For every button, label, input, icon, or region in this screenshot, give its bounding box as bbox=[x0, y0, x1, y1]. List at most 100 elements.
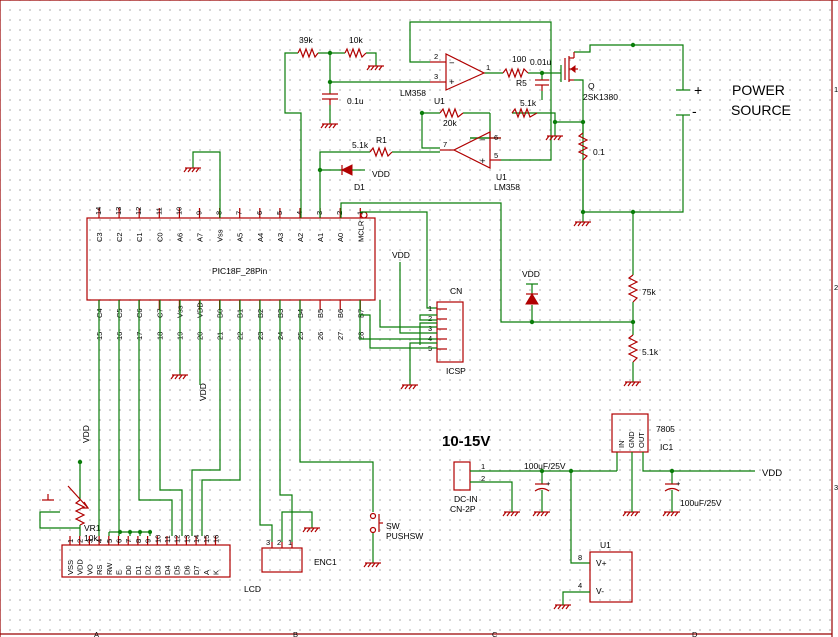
mcu-pic18f[interactable]: PIC18F_28Pin 14C315C413C216C512C117C611C… bbox=[86, 207, 376, 340]
col-marker-c: C bbox=[492, 630, 498, 637]
lcd-pin-number: 6 bbox=[115, 539, 124, 543]
opamp-power-block[interactable]: U1 V+ V- 8 4 bbox=[562, 540, 633, 605]
switch-part: PUSHSW bbox=[386, 531, 423, 541]
opamp-u1b-pin6: 6 bbox=[494, 133, 498, 142]
analog-junctions bbox=[317, 42, 636, 325]
resistor-75k[interactable]: 75k bbox=[627, 274, 656, 303]
lcd-pin-name: K bbox=[212, 570, 221, 575]
mcu-bottom-pin-name: B6 bbox=[336, 309, 345, 318]
row-marker-3: 3 bbox=[834, 483, 838, 492]
power-source[interactable]: + - POWER SOURCE bbox=[676, 82, 791, 119]
resistor-20k[interactable]: 20k bbox=[439, 107, 464, 128]
u1-vplus: V+ bbox=[596, 558, 607, 568]
opamp-u1a[interactable]: − + 2 3 1 LM358 U1 bbox=[400, 52, 490, 106]
power-supply[interactable]: 10-15V DC-IN CN-2P 1 2 + 100uF/25V IN GN… bbox=[442, 413, 782, 564]
encoder-pin1: 1 bbox=[288, 538, 292, 547]
push-switch[interactable]: SW PUSHSW bbox=[369, 512, 424, 542]
lcd-pin-name: A bbox=[202, 570, 211, 575]
jack-pin1: 1 bbox=[481, 462, 485, 471]
mcu-top-pin-number: 11 bbox=[154, 207, 163, 215]
ground-icon bbox=[320, 123, 338, 129]
opamp-u1b-pin7: 7 bbox=[443, 140, 447, 149]
mcu-top-pin-name: Vss bbox=[216, 229, 225, 242]
capacitor-0-1u[interactable]: 0.1u bbox=[322, 93, 364, 106]
u1-pin8: 8 bbox=[578, 553, 582, 562]
col-marker-b: B bbox=[293, 630, 298, 637]
resistor-39k-label: 39k bbox=[299, 35, 313, 45]
resistor-r1[interactable]: 5.1k R1 bbox=[352, 135, 393, 158]
encoder-pin2: 2 bbox=[277, 538, 281, 547]
opamp-u1a-pin2: 2 bbox=[434, 52, 438, 61]
rotary-encoder[interactable]: 3 2 1 ENC1 bbox=[261, 538, 337, 573]
resistor-5-1k-divider-label: 5.1k bbox=[642, 347, 659, 357]
lcd-pin-number: 11 bbox=[163, 535, 172, 543]
jack-ref: DC-IN bbox=[454, 494, 478, 504]
icsp-pin-number: 2 bbox=[428, 314, 432, 323]
opamp-u1b[interactable]: − + 6 5 7 U1 LM358 bbox=[440, 131, 520, 192]
diode-d1[interactable]: D1 VDD bbox=[340, 164, 390, 192]
resistor-10k[interactable]: 10k bbox=[344, 35, 367, 59]
capacitor-0-01u[interactable]: 0.01u bbox=[530, 57, 552, 91]
potentiometer-vr1[interactable]: VR1 10k bbox=[39, 459, 101, 543]
lcd-pin-name: D1 bbox=[134, 565, 143, 575]
mosfet-part: 2SK1380 bbox=[583, 92, 618, 102]
lcd-pin-number: 1 bbox=[66, 539, 75, 543]
col-marker-a: A bbox=[94, 630, 99, 637]
encoder-name: ENC1 bbox=[314, 557, 337, 567]
lcd-pin-name: VSS bbox=[66, 560, 75, 575]
ground-icon bbox=[302, 527, 320, 533]
lcd-pin-number: 8 bbox=[134, 539, 143, 543]
lcd-pin-name: D7 bbox=[192, 565, 201, 575]
lcd-pin-number: 4 bbox=[95, 539, 104, 543]
mcu-bottom-pin-name: B7 bbox=[356, 309, 365, 318]
opamp-u1b-pin5: 5 bbox=[494, 151, 498, 160]
mcu-top-pin-number: 14 bbox=[94, 207, 103, 215]
reg-part: 7805 bbox=[656, 424, 675, 434]
ground-icon bbox=[363, 562, 381, 568]
lcd-name: LCD bbox=[244, 584, 261, 594]
lcd-pin-number: 10 bbox=[153, 535, 162, 543]
mcu-top-pin-name: C1 bbox=[135, 232, 144, 242]
row-marker-2: 2 bbox=[834, 283, 838, 292]
resistor-sense-0-1[interactable]: 0.1 bbox=[577, 122, 605, 212]
lcd-pin-name: VO bbox=[85, 564, 94, 575]
ground-icon bbox=[622, 511, 640, 517]
resistor-100-r5[interactable]: 100 R5 bbox=[502, 54, 529, 88]
supply-vdd-label: VDD bbox=[762, 468, 782, 479]
resistor-r5-ref: R5 bbox=[516, 78, 527, 88]
cap-in-polarity: + bbox=[546, 479, 551, 488]
mcu-top-pin-number: 6 bbox=[255, 211, 264, 215]
lcd-pin-number: 13 bbox=[182, 535, 191, 543]
mcu-top-pin-number: 9 bbox=[195, 211, 204, 215]
mosfet-2sk1380[interactable]: Q 2SK1380 bbox=[564, 52, 618, 102]
mcu-top-pin-name: C0 bbox=[155, 232, 164, 242]
mcu-top-pin-number: 13 bbox=[114, 207, 123, 215]
resistor-5-1k-feedback[interactable]: 5.1k bbox=[511, 98, 538, 119]
resistor-5-1k-feedback-label: 5.1k bbox=[520, 98, 537, 108]
pot-ref: VR1 bbox=[84, 523, 101, 533]
lcd-pin-name: D2 bbox=[144, 565, 153, 575]
ground-icon bbox=[400, 384, 418, 390]
cap-out-polarity: + bbox=[676, 479, 681, 488]
pot-vdd-label: VDD bbox=[81, 425, 91, 443]
resistor-20k-label: 20k bbox=[443, 118, 457, 128]
lcd-module[interactable]: LCD 1VSS2VDD3VO4RS5RW6E7D08D19D210D311D4… bbox=[61, 524, 261, 594]
resistor-5-1k-divider[interactable]: 5.1k bbox=[627, 334, 659, 363]
icsp-pin-number: 3 bbox=[428, 324, 432, 333]
mcu-top-pin-name: A5 bbox=[236, 233, 245, 242]
power-plus: + bbox=[694, 82, 702, 98]
ground-icon bbox=[170, 374, 188, 380]
resistor-10k-label: 10k bbox=[349, 35, 363, 45]
resistor-39k[interactable]: 39k bbox=[297, 35, 319, 59]
mcu-top-pin-name: A1 bbox=[316, 233, 325, 242]
mcu-bottom-wires bbox=[98, 300, 374, 563]
mcu-top-pin-name: A7 bbox=[196, 233, 205, 242]
diode-vdd-clamp[interactable]: VDD bbox=[522, 269, 540, 305]
lcd-pins: 1VSS2VDD3VO4RS5RW6E7D08D19D210D311D412D5… bbox=[66, 535, 221, 575]
mcu-bottom-pin-number: 26 bbox=[316, 332, 325, 340]
row-marker-1: 1 bbox=[834, 85, 838, 94]
lcd-pin-name: D6 bbox=[182, 565, 191, 575]
